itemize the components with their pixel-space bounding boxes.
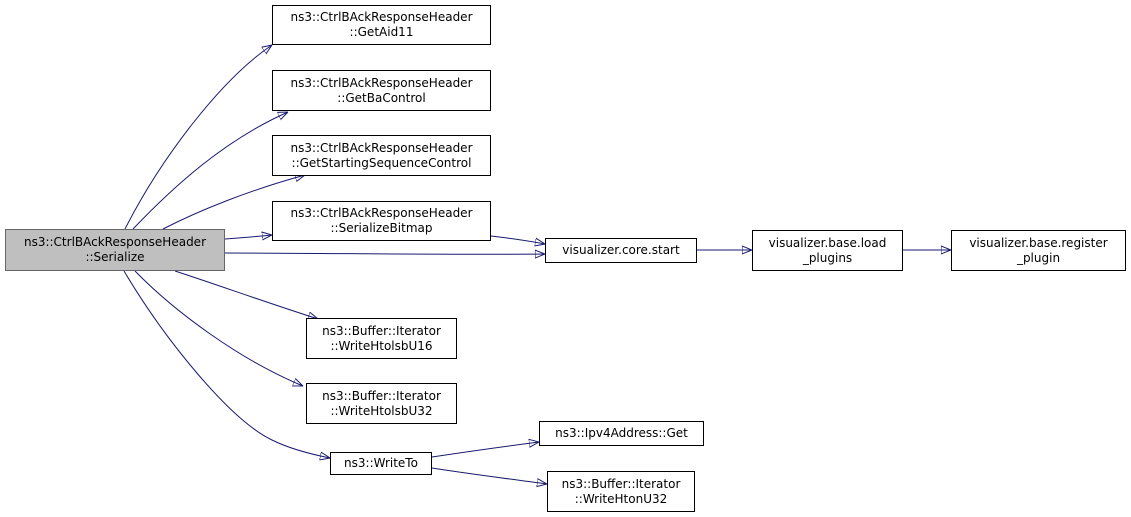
edge-serialize-to-writehtolsbu16 (174, 270, 318, 319)
node-label-line1: ns3::CtrlBAckResponseHeader (23, 235, 207, 249)
node-label: ns3::WriteTo (344, 456, 418, 470)
edge-serialize-to-writeto (123, 270, 330, 458)
node-serializebitmap[interactable]: ns3::CtrlBAckResponseHeader ::SerializeB… (272, 201, 491, 241)
node-getaid11[interactable]: ns3::CtrlBAckResponseHeader ::GetAid11 (272, 5, 491, 45)
node-label-line1: ns3::Buffer::Iterator (561, 476, 681, 491)
node-label-line2: ::Serialize (85, 250, 145, 264)
node-writeto[interactable]: ns3::WriteTo (330, 452, 432, 475)
node-label-line1: ns3::CtrlBAckResponseHeader (290, 10, 473, 24)
node-writehtolsbu16[interactable]: ns3::Buffer::Iterator ::WriteHtolsbU16 (306, 318, 457, 359)
node-visualizer-core-start[interactable]: visualizer.core.start (545, 238, 697, 263)
node-getstartingsequencecontrol[interactable]: ns3::CtrlBAckResponseHeader ::GetStartin… (272, 135, 491, 176)
node-visualizer-base-load-plugins[interactable]: visualizer.base.load _plugins (752, 230, 903, 271)
node-label-line1: ns3::CtrlBAckResponseHeader (290, 206, 473, 220)
node-writehtonu32[interactable]: ns3::Buffer::Iterator ::WriteHtonU32 (547, 471, 695, 512)
node-label-line1: visualizer.base.load (768, 235, 887, 250)
node-label-line2: _plugin (1016, 250, 1061, 265)
node-label-line1: ns3::CtrlBAckResponseHeader (290, 75, 473, 90)
edge-serialize-to-getaid11 (124, 45, 272, 230)
node-ctrlbackresponseheader-serialize: ns3::CtrlBAckResponseHeader ::Serialize (5, 229, 225, 271)
node-label-line1: ns3::Buffer::Iterator (322, 323, 441, 338)
node-label-line2: ::GetStartingSequenceControl (291, 155, 472, 170)
node-label-line2: ::GetAid11 (349, 25, 414, 39)
node-label-line2: ::WriteHtolsbU32 (330, 403, 433, 418)
node-label-line1: ns3::CtrlBAckResponseHeader (290, 140, 473, 155)
node-label-line1: ns3::Buffer::Iterator (322, 388, 441, 403)
edge-serialize-to-visualizer-core-start (224, 253, 545, 254)
node-label-line2: ::GetBaControl (337, 90, 426, 105)
node-label-line2: ::WriteHtonU32 (574, 491, 668, 506)
node-label: visualizer.core.start (562, 243, 680, 257)
node-getbacontrol[interactable]: ns3::CtrlBAckResponseHeader ::GetBaContr… (272, 70, 491, 111)
node-label: ns3::Ipv4Address::Get (555, 426, 688, 440)
edge-serialize-to-getbacontrol (132, 112, 288, 230)
node-ipv4address-get[interactable]: ns3::Ipv4Address::Get (539, 421, 704, 446)
node-writehtolsbu32[interactable]: ns3::Buffer::Iterator ::WriteHtolsbU32 (306, 383, 457, 424)
node-label-line2: ::WriteHtolsbU16 (330, 338, 433, 353)
edge-serialize-to-writehtolsbu32 (134, 270, 303, 386)
edge-writeto-to-ipv4address-get (431, 442, 539, 458)
node-visualizer-base-register-plugin[interactable]: visualizer.base.register _plugin (951, 230, 1126, 271)
node-label-line2: ::SerializeBitmap (330, 221, 433, 235)
node-label-line1: visualizer.base.register (969, 235, 1108, 250)
edge-serialize-to-serializebitmap (224, 235, 272, 239)
node-label-line2: _plugins (802, 250, 853, 265)
edge-writeto-to-writehtonu32 (431, 467, 547, 484)
edge-serializebitmap-to-visualizer-core-start (490, 235, 545, 244)
edge-serialize-to-getstartingsequencecontrol (162, 175, 305, 230)
